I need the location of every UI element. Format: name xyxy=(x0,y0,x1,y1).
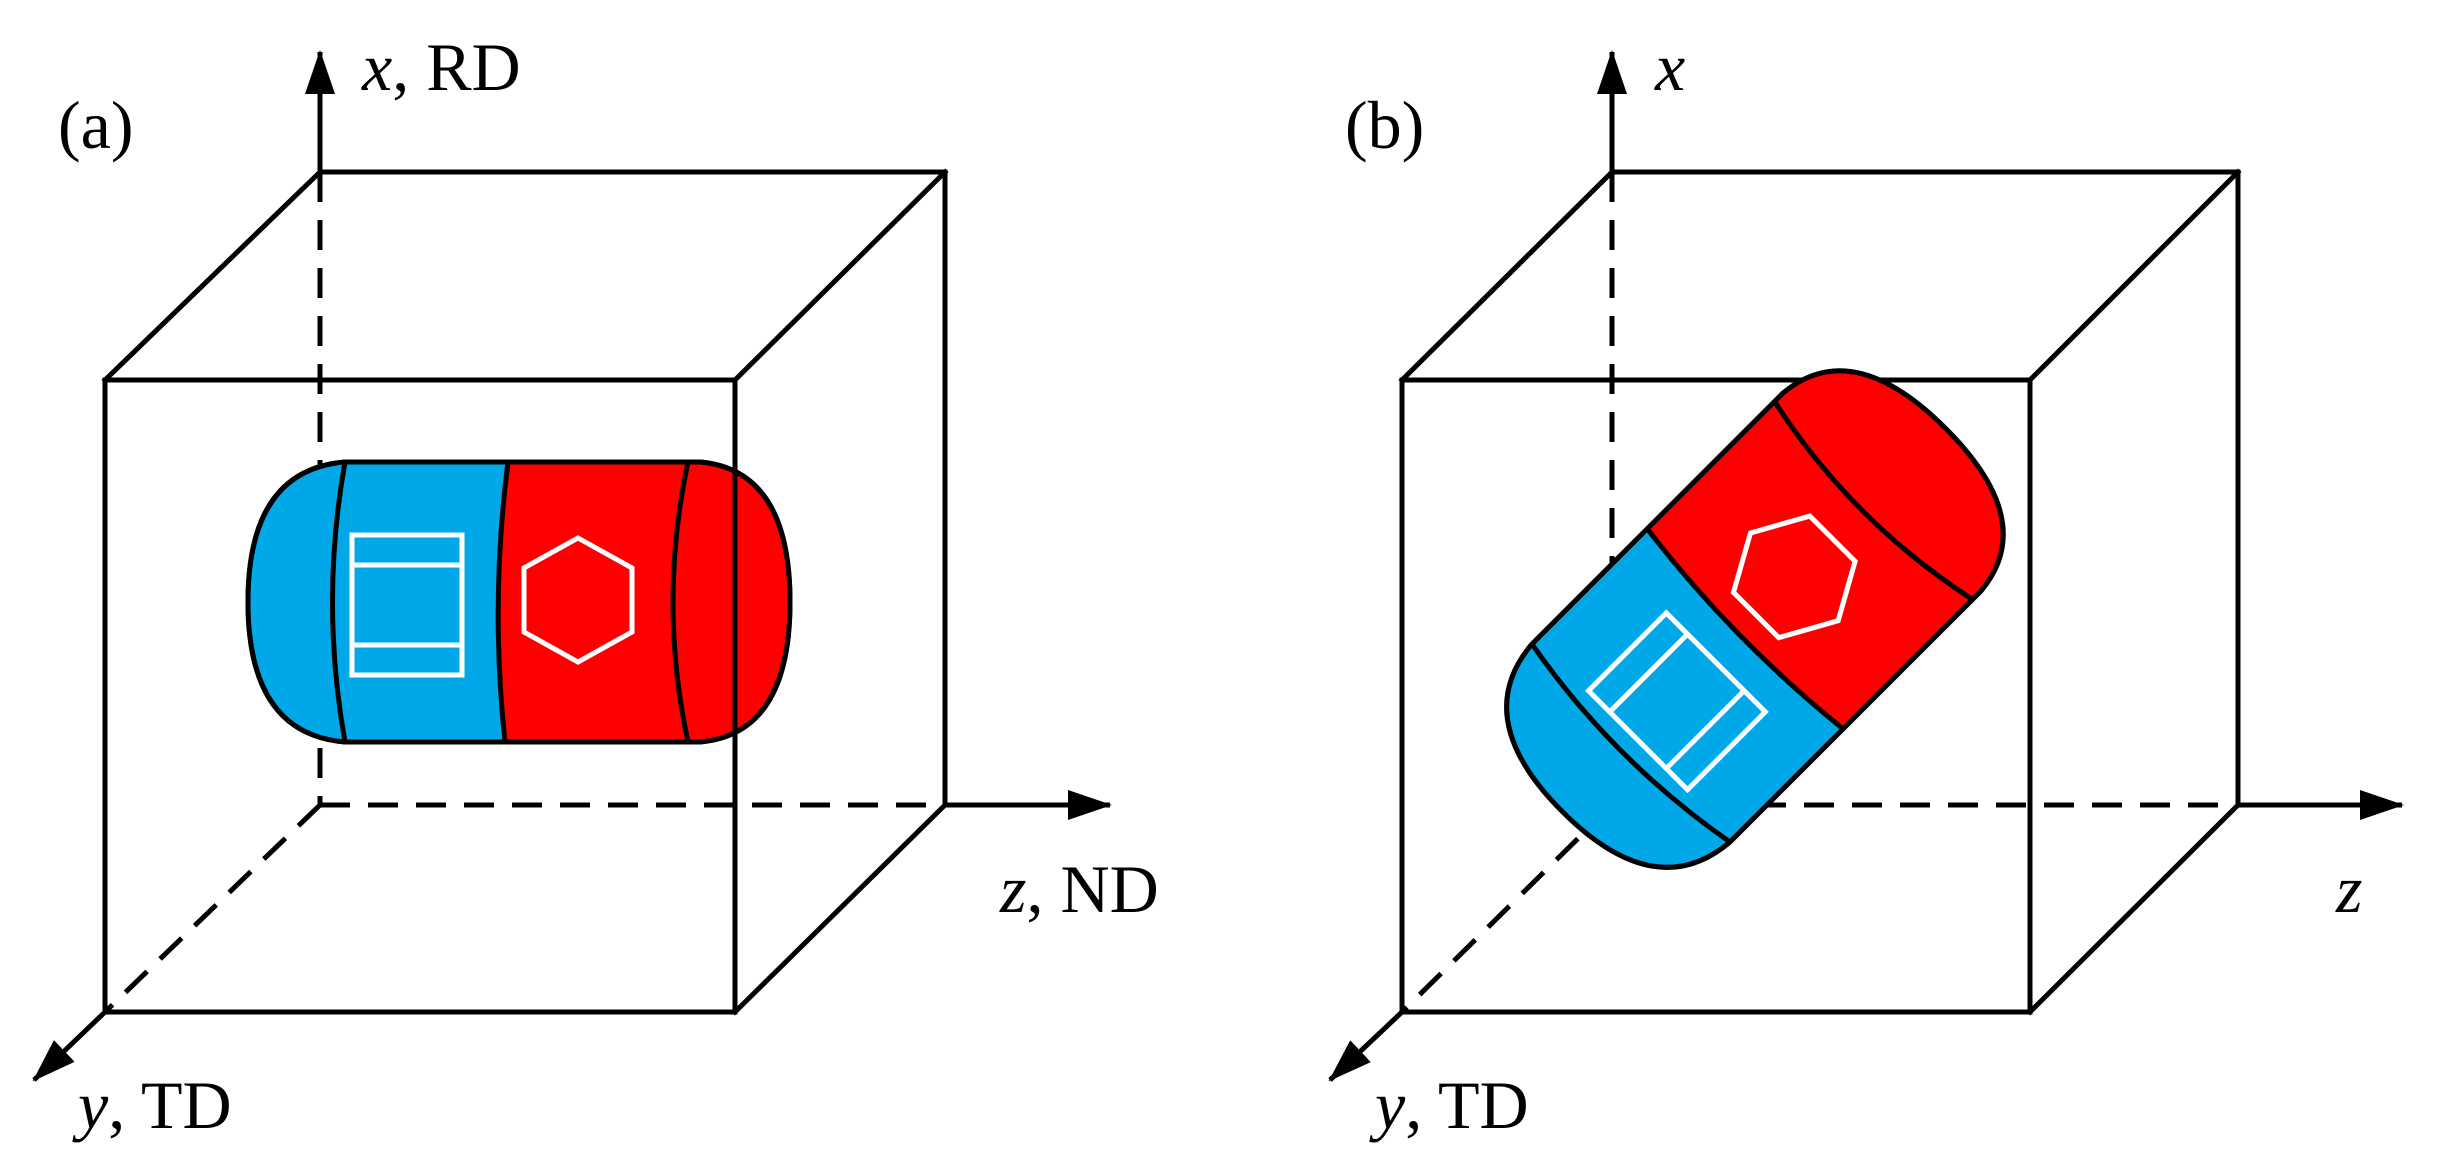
axis-b-y-label: y, TD xyxy=(1369,1067,1529,1143)
cube-b-bottom-right-edge xyxy=(2026,801,2242,1016)
cube-a-top-right-edge xyxy=(731,168,949,384)
capsule-a-border xyxy=(245,459,793,745)
capsule-a-hexagonal-region xyxy=(498,462,790,742)
capsule-b xyxy=(1504,368,2006,870)
capsule-a xyxy=(245,459,793,745)
capsule-a-right-seam xyxy=(670,461,691,743)
capsule-b-border xyxy=(1504,368,2006,870)
capsule-a-left-seam xyxy=(330,461,348,743)
axis-a-y-label: y, TD xyxy=(72,1067,232,1143)
axis-a-y-arrow xyxy=(32,1010,107,1082)
capsule-a-cubic-region xyxy=(248,462,508,742)
axis-b-x-label: x xyxy=(1654,29,1685,105)
hexagon-icon xyxy=(1730,513,1858,641)
cube-a-front-face xyxy=(102,377,738,1015)
panel-b: (b) x z y, TD xyxy=(1328,29,2404,1143)
panel-a-tag: (a) xyxy=(58,87,133,163)
hexagon-icon xyxy=(521,535,635,665)
cube-a-top-left-edge xyxy=(101,168,324,384)
capsule-b-hexagonal-region xyxy=(1647,370,2004,729)
cube-b-front-face xyxy=(1399,377,2033,1015)
panel-b-tag: (b) xyxy=(1345,87,1424,163)
capsule-b-phase-boundary xyxy=(1645,527,1845,731)
capsule-b-cubic-region xyxy=(1506,528,1844,868)
axis-b-y-arrow xyxy=(1328,1010,1404,1082)
axis-a-z-label: z, ND xyxy=(999,851,1159,927)
cube-b-hidden-depth-edge xyxy=(1400,803,1614,1014)
panel-a: (a) x, RD z, ND y, TD xyxy=(32,29,1159,1143)
cube-a-hidden-depth-edge xyxy=(103,803,322,1014)
cube-a-bottom-right-edge xyxy=(731,801,949,1016)
cube-b-top-right-edge xyxy=(2026,168,2242,384)
axis-b-z-label: z xyxy=(2335,851,2362,927)
square-lattice-icon xyxy=(349,532,465,678)
capsule-b-right-seam xyxy=(1772,400,1974,602)
square-lattice-icon xyxy=(1585,609,1769,794)
cube-b-top-left-edge xyxy=(1398,168,1616,384)
capsule-a-phase-boundary xyxy=(495,461,511,743)
capsule-b-left-seam xyxy=(1529,642,1732,845)
axis-a-x-label: x, RD xyxy=(361,29,521,105)
